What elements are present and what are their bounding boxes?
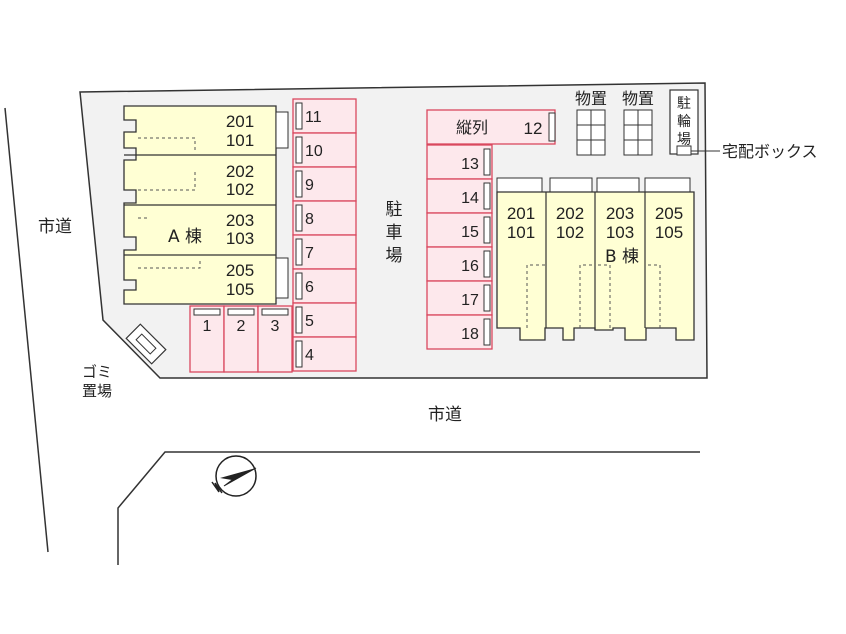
- garbage-label-line1: ゴミ: [82, 363, 112, 381]
- parking-stall-15: 15: [426, 212, 493, 248]
- parking-label-char-1: 駐: [386, 200, 403, 220]
- parking-stall-number: 3: [271, 318, 280, 335]
- delivery-box: [676, 145, 692, 156]
- parking-stall-6: 6: [292, 268, 357, 304]
- building-a-unit-3-lower: 103: [226, 229, 254, 248]
- parking-stall-5: 5: [292, 302, 357, 338]
- parking-stall-4: 4: [292, 336, 357, 372]
- parking-stall-16: 16: [426, 246, 493, 282]
- tandem-label: 縦列: [456, 118, 488, 137]
- parking-stall-8: 8: [292, 200, 357, 236]
- parking-stall-number: 11: [305, 109, 322, 126]
- parking-label-char-3: 場: [386, 246, 403, 266]
- parking-stall-number: 17: [461, 292, 479, 309]
- parking-stall-number: 7: [305, 245, 314, 262]
- building-a-name: A 棟: [168, 227, 202, 247]
- parking-stall-13: 13: [426, 144, 493, 180]
- parking-stall-number: 15: [461, 224, 479, 241]
- parking-stall-number: 18: [461, 326, 479, 343]
- parking-stall-3: 3: [257, 305, 293, 373]
- delivery-box-label: 宅配ボックス: [722, 142, 818, 161]
- building-b-unit-4-upper: 205: [655, 204, 683, 223]
- building-a-unit-4-lower: 105: [226, 280, 254, 299]
- parking-stall-number: 9: [305, 177, 314, 194]
- garbage-label-line2: 置場: [82, 382, 112, 400]
- parking-stall-12-number: 12: [524, 119, 543, 138]
- west-road-edge: [4, 107, 49, 553]
- building-a-unit-4-upper: 205: [226, 261, 254, 280]
- north-arrow-icon: [211, 455, 257, 497]
- parking-stall-2: 2: [223, 305, 259, 373]
- storage-shed-1: [576, 109, 606, 156]
- parking-stall-18: 18: [426, 314, 493, 350]
- building-b-unit-4-lower: 105: [655, 223, 683, 242]
- building-b-unit-3-upper: 203: [606, 204, 634, 223]
- parking-stall-number: 5: [305, 313, 314, 330]
- building-b-unit-3-lower: 103: [606, 223, 634, 242]
- bike-parking: [669, 89, 699, 155]
- parking-stall-number: 1: [203, 318, 212, 335]
- building-a-unit-2-lower: 102: [226, 180, 254, 199]
- parking-stall-number: 10: [305, 143, 323, 160]
- south-road-label: 市道: [428, 405, 462, 425]
- parking-stall-number: 6: [305, 279, 314, 296]
- building-a: [123, 105, 289, 305]
- parking-label-char-2: 車: [386, 223, 403, 243]
- parking-stall-10: 10: [292, 132, 357, 168]
- parking-stall-14: 14: [426, 178, 493, 214]
- storage-label-2: 物置: [622, 89, 654, 108]
- bike-parking-char-3: 場: [677, 132, 691, 148]
- storage-shed-2: [623, 109, 653, 156]
- parking-west-column: 11 10 9 8 7 6 5 4: [292, 98, 357, 372]
- bike-parking-char-2: 輪: [677, 113, 691, 130]
- building-a-unit-2-upper: 202: [226, 162, 254, 181]
- parking-stall-1: 1: [189, 305, 225, 373]
- parking-bottom-row: 1 2 3: [189, 305, 293, 373]
- parking-stall-11: 11: [292, 98, 357, 134]
- parking-stall-12: [426, 109, 556, 145]
- building-b-unit-1-lower: 101: [507, 223, 535, 242]
- parking-stall-number: 16: [461, 258, 479, 275]
- building-a-unit-1-lower: 101: [226, 131, 254, 150]
- building-b-unit-1-upper: 201: [507, 204, 535, 223]
- parking-stall-number: 13: [461, 156, 479, 173]
- building-a-unit-1-upper: 201: [226, 112, 254, 131]
- parking-east-column: 13 14 15 16 17 18: [426, 144, 493, 350]
- parking-stall-number: 2: [237, 318, 246, 335]
- garbage-area: [125, 323, 167, 365]
- parking-stall-number: 14: [461, 190, 479, 207]
- parking-stall-number: 8: [305, 211, 314, 228]
- storage-sheds: [576, 109, 653, 156]
- building-b: [496, 177, 695, 341]
- bike-parking-char-1: 駐: [677, 96, 691, 112]
- parking-stall-7: 7: [292, 234, 357, 270]
- storage-label-1: 物置: [575, 89, 607, 108]
- building-b-name: B 棟: [605, 247, 639, 267]
- west-road-label: 市道: [38, 217, 72, 237]
- parking-stall-17: 17: [426, 280, 493, 316]
- parking-stall-number: 4: [305, 347, 314, 364]
- parking-stall-9: 9: [292, 166, 357, 202]
- building-b-unit-2-lower: 102: [556, 223, 584, 242]
- building-a-unit-3-upper: 203: [226, 211, 254, 230]
- south-road-edge: [117, 451, 700, 565]
- building-b-unit-2-upper: 202: [556, 204, 584, 223]
